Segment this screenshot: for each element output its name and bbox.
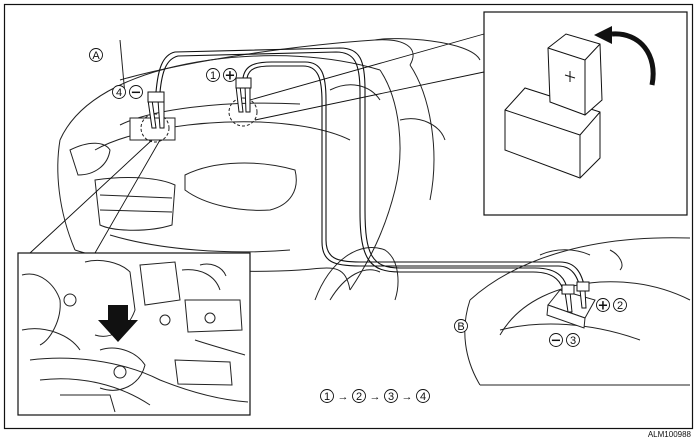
hood-prop xyxy=(119,39,126,96)
ground-point-arrow-icon xyxy=(98,305,138,342)
ground-pointer-right xyxy=(94,139,161,254)
sequence-step: 2 xyxy=(356,391,362,403)
figure-code: ALM100988 xyxy=(648,430,692,439)
diagram-border xyxy=(3,3,694,430)
sequence-arrow: → xyxy=(370,391,381,403)
connection-sequence: 1 → 2 → 3 → 4 xyxy=(320,389,430,403)
callout-b-label: B xyxy=(457,321,464,333)
lift-arrow-icon xyxy=(594,26,656,86)
inset-pointer-bottom xyxy=(254,71,485,121)
callout-2-label: 2 xyxy=(617,300,623,312)
callout-1-label: 1 xyxy=(210,70,216,82)
plus-symbol: + xyxy=(225,69,236,84)
callout-1-positive: 1 + xyxy=(206,68,237,84)
jumper-cables xyxy=(155,47,586,295)
sequence-step: 1 xyxy=(324,391,330,403)
terminal-cover-drawing xyxy=(504,33,603,179)
minus-symbol: − xyxy=(551,334,562,349)
ground-pointer-left xyxy=(29,139,153,254)
minus-symbol: − xyxy=(131,86,142,101)
callout-4-negative: 4 − xyxy=(112,85,143,101)
inset-ground-point xyxy=(17,252,251,416)
callout-a-label: A xyxy=(92,50,100,62)
vehicle-b xyxy=(464,237,691,386)
inset-pointer-top xyxy=(249,33,485,101)
plus-symbol: + xyxy=(598,299,609,314)
clamp-positive-a xyxy=(235,77,252,113)
callout-2-positive: + 2 xyxy=(596,298,627,314)
sequence-arrow: → xyxy=(402,391,413,403)
callout-b: B xyxy=(454,319,468,333)
callout-a: A xyxy=(89,48,103,62)
sequence-arrow: → xyxy=(338,391,349,403)
clamp-negative-a xyxy=(147,91,165,129)
sequence-step: 3 xyxy=(388,391,394,403)
engine-detail-drawing xyxy=(21,259,249,413)
clamps-b xyxy=(561,281,590,313)
callout-3-negative: − 3 xyxy=(549,333,580,349)
callout-4-label: 4 xyxy=(116,87,122,99)
callout-3-label: 3 xyxy=(570,335,576,347)
sequence-step: 4 xyxy=(420,391,426,403)
